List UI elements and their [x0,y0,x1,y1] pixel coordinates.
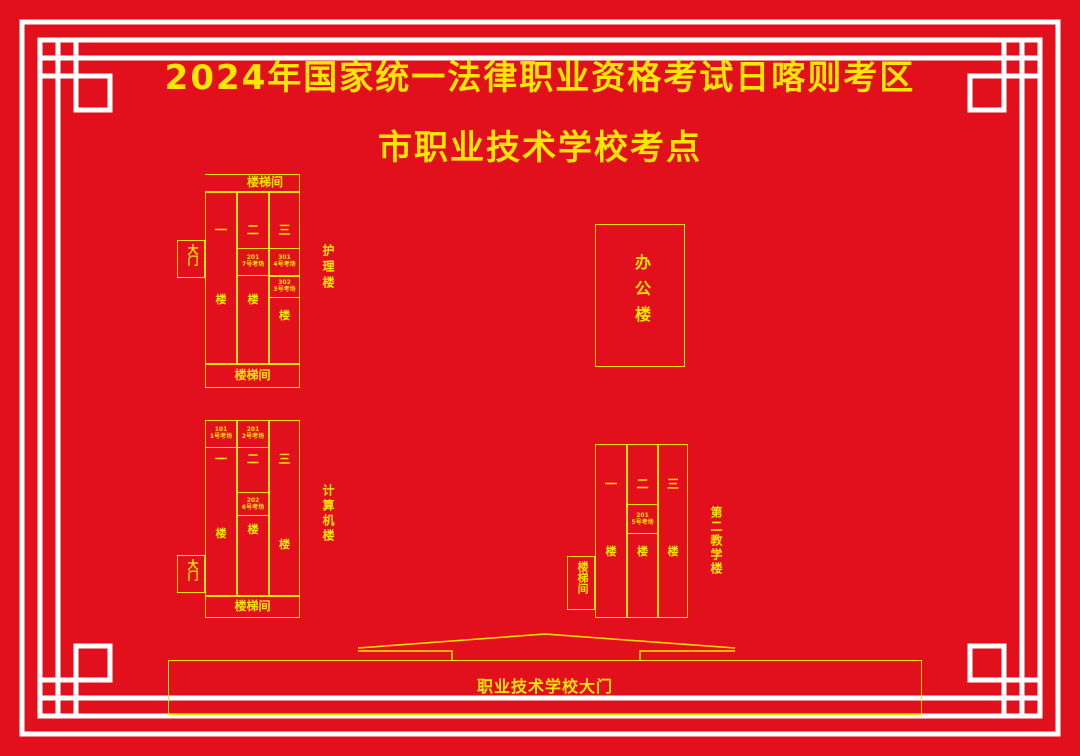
teaching2-room-201 [627,504,658,534]
nursing-col3: 三 [278,223,291,237]
nursing-gate-label: 大门 [186,244,199,266]
nursing-col1: 一 [214,223,227,237]
school-gate-label: 职业技术学校大门 [476,677,613,696]
computer-room-201 [237,420,269,448]
computer-wing2-label: 楼 [247,523,259,536]
nursing-wing-2 [237,192,269,364]
office-building [595,224,685,367]
teaching2-stair-label: 楼梯间 [576,561,589,594]
nursing-wing-1 [205,192,237,364]
page-title: 2024年国家统一法律职业资格考试日喀则考区 [164,58,916,98]
page-subtitle: 市职业技术学校考点 [378,128,702,168]
computer-gate [177,555,205,593]
computer-col1: 一 [214,452,227,466]
nursing-room-301 [269,248,300,276]
nursing-col2: 二 [246,223,259,237]
teaching2-col2: 二 [636,477,649,491]
teaching2-wing3-label: 楼 [667,545,679,558]
computer-wing3-label: 楼 [279,538,290,551]
computer-gate-label: 大门 [186,559,199,581]
teaching2-col1: 一 [604,477,617,491]
office-building-name: 办公楼 [632,254,651,332]
nursing-top-stair-label: 楼梯间 [246,175,283,189]
computer-bottom-stair [205,596,300,618]
teaching2-wing-1 [595,444,627,618]
nursing-wing3-label: 楼 [279,309,290,322]
nursing-gate [177,240,205,278]
nursing-bottom-stair-label: 楼梯间 [234,368,271,382]
teaching2-wing1-label: 楼 [605,545,617,558]
computer-room-101 [205,420,237,448]
computer-building-name: 计算机楼 [321,484,335,544]
teaching2-col3: 三 [666,477,679,491]
computer-room-202 [237,492,269,516]
teaching2-stair [567,556,595,610]
nursing-room-302 [269,276,300,298]
teaching2-wing2-label: 楼 [637,545,648,558]
nursing-building-name: 护理楼 [321,244,335,292]
nursing-wing1-label: 楼 [215,293,227,306]
teaching2-building-name: 第二教学楼 [709,506,723,576]
school-gate [168,660,922,715]
nursing-top-stair [205,174,300,192]
computer-bottom-stair-label: 楼梯间 [234,599,271,613]
nursing-room-201 [237,248,269,276]
teaching2-wing-3 [658,444,688,618]
nursing-bottom-stair [205,364,300,388]
nursing-wing2-label: 楼 [247,293,259,306]
computer-col3: 三 [278,452,291,466]
computer-col2: 二 [246,452,259,466]
computer-wing-3 [269,420,300,596]
computer-wing1-label: 楼 [215,527,227,540]
